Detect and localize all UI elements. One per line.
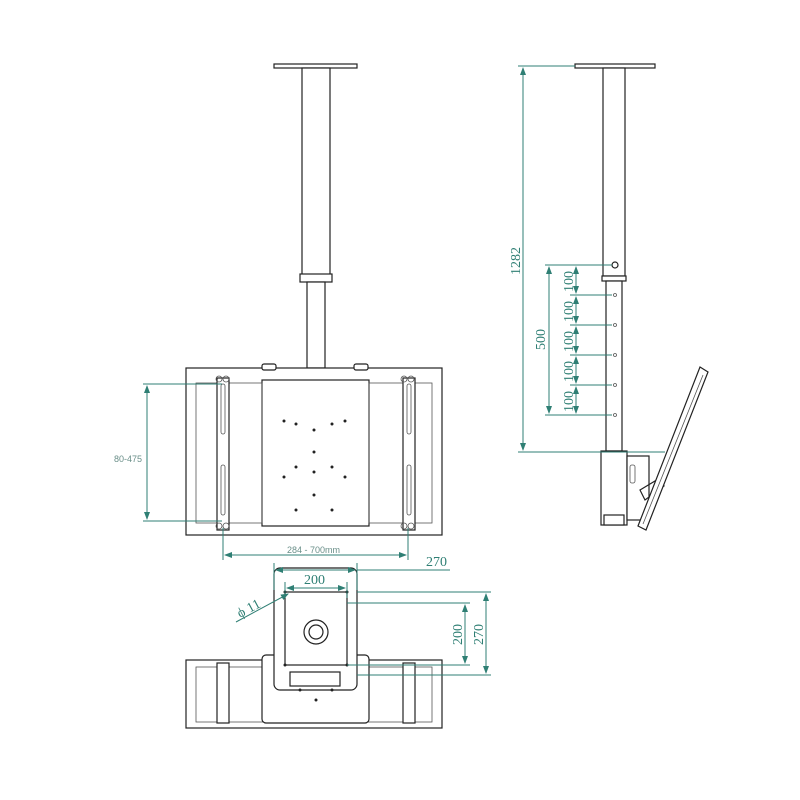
- hole-spacing-vertical-label: 200: [451, 624, 466, 645]
- hole-spacing-label: 200: [304, 573, 325, 588]
- step-label: 100: [562, 331, 577, 352]
- pole-opening: [303, 619, 329, 645]
- total-height-label: 1282: [509, 247, 524, 275]
- vesa-holes: [282, 419, 347, 512]
- step-label: 100: [562, 271, 577, 292]
- hole-diameter-label: ϕ 11: [235, 597, 264, 622]
- side-outer-pole: [602, 67, 626, 277]
- step-label: 100: [562, 391, 577, 412]
- height-range-label: 80-475: [114, 454, 142, 464]
- inner-pole: [306, 281, 326, 369]
- step-label: 100: [562, 301, 577, 322]
- plate-height-label: 270: [472, 624, 487, 645]
- hole-pattern: [284, 591, 348, 666]
- plate-width-label: 270: [426, 555, 447, 570]
- side-inner-pole: [605, 280, 623, 452]
- front-view: 80-475 284 - 700mm: [114, 63, 443, 560]
- step-label: 100: [562, 361, 577, 382]
- adjust-range-label: 500: [534, 329, 549, 350]
- width-range-label: 284 - 700mm: [287, 545, 340, 555]
- pole-collar: [299, 273, 333, 283]
- left-rail: [216, 377, 230, 531]
- outer-pole: [301, 67, 331, 281]
- right-rail: [402, 377, 416, 531]
- side-view: 1282 500 100 100 100 100 100: [509, 63, 709, 531]
- head-unit: [600, 450, 628, 526]
- adjustment-holes: [613, 293, 617, 417]
- top-view: 270 200 ϕ 11 200 270: [185, 555, 491, 729]
- tilt-bracket: [626, 455, 650, 521]
